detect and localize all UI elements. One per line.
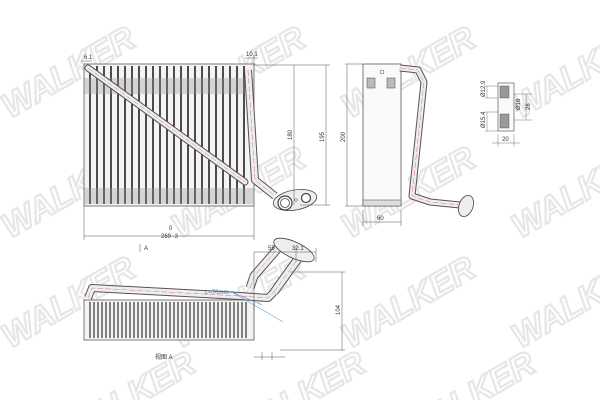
svg-text:WALKER: WALKER [505, 139, 600, 246]
view-a [83, 237, 345, 360]
svg-text:WALKER: WALKER [55, 344, 202, 400]
dim-inner-height: 180 [288, 129, 294, 140]
dim-view-a-pipe: 32.1 [292, 246, 304, 252]
dim-port-inner: Ø16 [516, 98, 522, 110]
dim-port-bottom-dia: Ø15.4 [481, 111, 487, 128]
dim-view-a-offset: 55 [268, 246, 275, 252]
dim-port-width: 20 [502, 137, 509, 143]
svg-text:WALKER: WALKER [395, 344, 542, 400]
pipe-length-note: L=70mm [205, 290, 229, 296]
dim-right-offset: 10.1 [246, 52, 258, 58]
svg-text:WALKER: WALKER [335, 139, 482, 246]
dim-left-offset: 6.1 [84, 55, 93, 61]
svg-text:WALKER: WALKER [335, 249, 482, 356]
dim-port-height: 28 [526, 103, 532, 110]
dim-port-top-dia: Ø12.9 [481, 80, 487, 97]
port-detail-view [485, 82, 532, 147]
front-view [81, 56, 330, 252]
dim-width: 269 -3 [161, 234, 179, 240]
svg-text:WALKER: WALKER [225, 344, 372, 400]
view-marker-a: A [144, 246, 148, 252]
svg-text:WALKER: WALKER [505, 249, 600, 356]
dim-outer-height: 195 [320, 131, 326, 142]
view-a-caption-label: 视图 A [155, 355, 173, 361]
dim-width-top: 0 [169, 226, 173, 232]
dim-side-height: 200 [341, 131, 347, 142]
dim-view-a-height: 104 [336, 304, 342, 315]
dim-side-width: 60 [377, 216, 384, 222]
side-view [345, 63, 474, 226]
